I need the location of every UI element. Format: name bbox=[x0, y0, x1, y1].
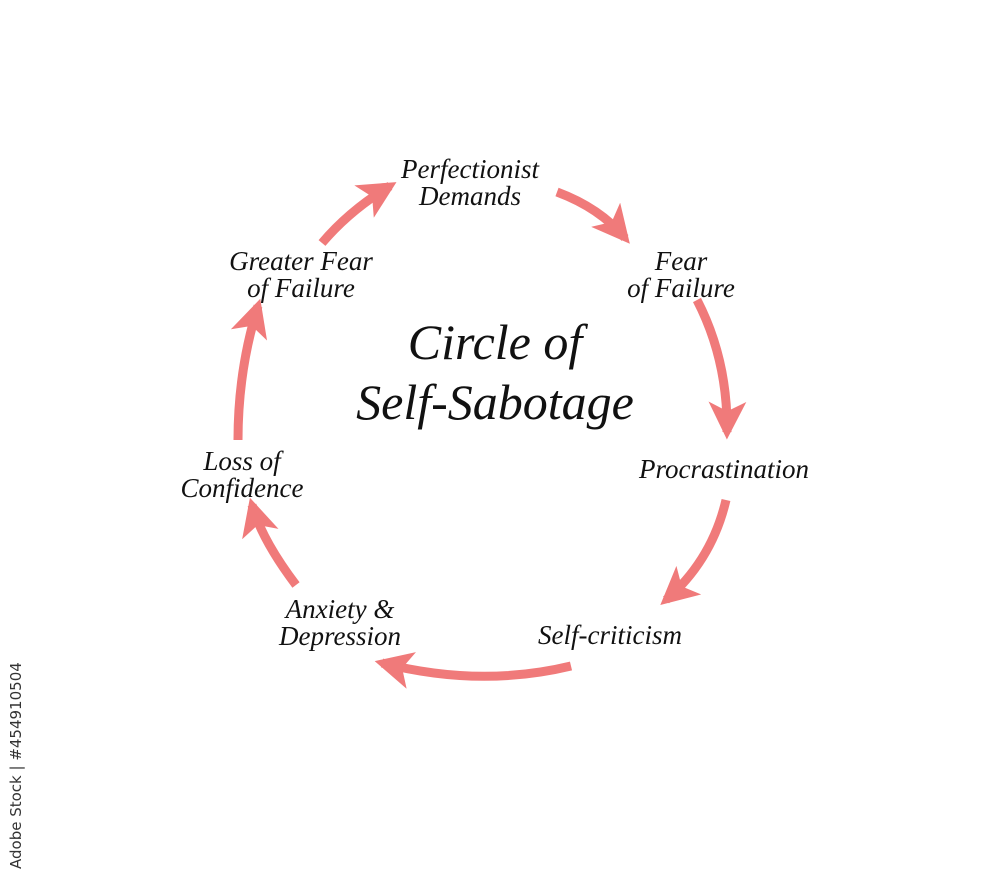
title-line-2: Self-Sabotage bbox=[356, 374, 634, 430]
arrow-greater-fear-to-demands bbox=[318, 182, 397, 246]
arrow-fear-to-procrastination bbox=[693, 297, 747, 440]
node-label-line: Fear bbox=[654, 246, 708, 276]
node-procrastination: Procrastination bbox=[604, 456, 844, 483]
arrow-anxiety-to-loss bbox=[242, 497, 300, 588]
watermark-text: Adobe Stock | #454910504 bbox=[7, 662, 25, 869]
node-label-line: Perfectionist bbox=[401, 154, 539, 184]
arrow-loss-to-greater-fear bbox=[230, 298, 268, 441]
node-loss-of-confidence: Loss of Confidence bbox=[152, 448, 332, 502]
node-label-line: Procrastination bbox=[638, 454, 809, 484]
arrow-demands-to-fear bbox=[555, 187, 630, 244]
node-self-criticism: Self-criticism bbox=[500, 622, 720, 649]
node-label-line: Demands bbox=[419, 181, 521, 211]
node-label-line: Self-criticism bbox=[538, 620, 682, 650]
node-fear-of-failure: Fear of Failure bbox=[596, 248, 766, 302]
node-label-line: Confidence bbox=[180, 473, 304, 503]
node-perfectionist-demands: Perfectionist Demands bbox=[370, 156, 570, 210]
node-label-line: Depression bbox=[279, 621, 401, 651]
arrow-selfcriticism-to-anxiety bbox=[374, 652, 573, 689]
watermark: Adobe Stock | #454910504 bbox=[6, 630, 30, 870]
node-label-line: of Failure bbox=[627, 273, 735, 303]
node-anxiety-depression: Anxiety & Depression bbox=[240, 596, 440, 650]
arrow-procrastination-to-selfcriticism bbox=[660, 498, 731, 605]
diagram-title: Circle of Self-Sabotage bbox=[300, 312, 690, 432]
node-greater-fear-of-failure: Greater Fear of Failure bbox=[196, 248, 406, 302]
node-label-line: Loss of bbox=[203, 446, 281, 476]
title-line-1: Circle of bbox=[407, 314, 583, 370]
node-label-line: of Failure bbox=[247, 273, 355, 303]
node-label-line: Greater Fear bbox=[229, 246, 373, 276]
node-label-line: Anxiety & bbox=[285, 594, 395, 624]
